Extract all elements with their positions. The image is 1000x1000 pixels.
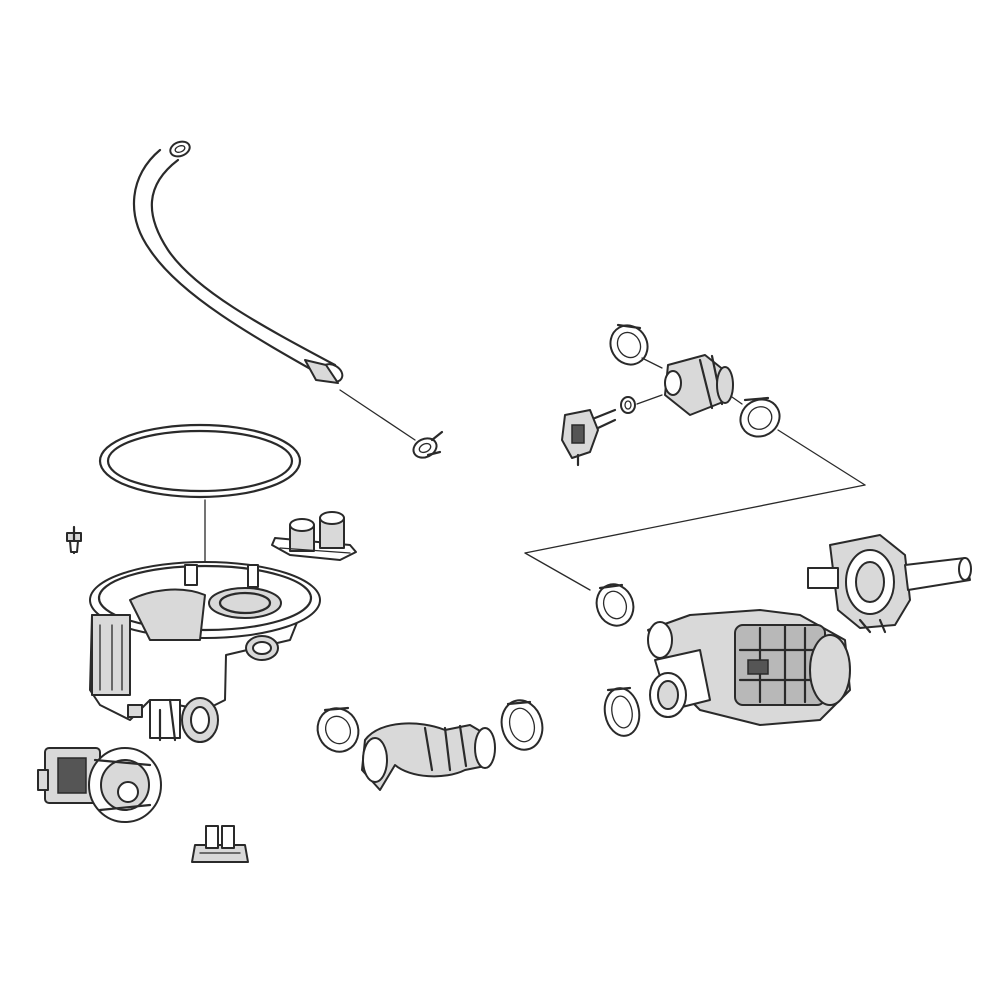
hose-end-clamp[interactable] <box>168 139 192 159</box>
pump-housing[interactable] <box>807 534 972 634</box>
drain-pump[interactable] <box>37 747 162 823</box>
sump-assembly[interactable] <box>89 561 321 743</box>
heater-tube[interactable] <box>664 354 734 416</box>
temperature-sensor[interactable] <box>561 408 617 467</box>
drain-hose[interactable] <box>132 148 346 385</box>
sump-gasket[interactable] <box>98 423 302 499</box>
turbidity-sensor[interactable] <box>191 825 249 863</box>
leader-line-hose-clamp <box>339 389 416 441</box>
sump-cap[interactable] <box>271 511 357 561</box>
hose-clamp-elbow-right[interactable] <box>496 696 548 755</box>
hose-clamp-upper-right[interactable] <box>734 392 787 443</box>
circulation-pump[interactable] <box>647 609 851 726</box>
elbow-hose[interactable] <box>361 722 496 791</box>
hose-clamp-pump-outlet[interactable] <box>601 685 643 738</box>
leader-lines-heater <box>524 357 866 591</box>
hose-clamp-pump-inlet[interactable] <box>591 579 639 631</box>
o-ring[interactable] <box>620 396 636 414</box>
spring-clamp[interactable] <box>410 430 444 461</box>
hose-clamp-elbow-left[interactable] <box>311 702 366 759</box>
screw[interactable] <box>66 525 82 555</box>
hose-clamp-upper-left[interactable] <box>603 319 654 372</box>
